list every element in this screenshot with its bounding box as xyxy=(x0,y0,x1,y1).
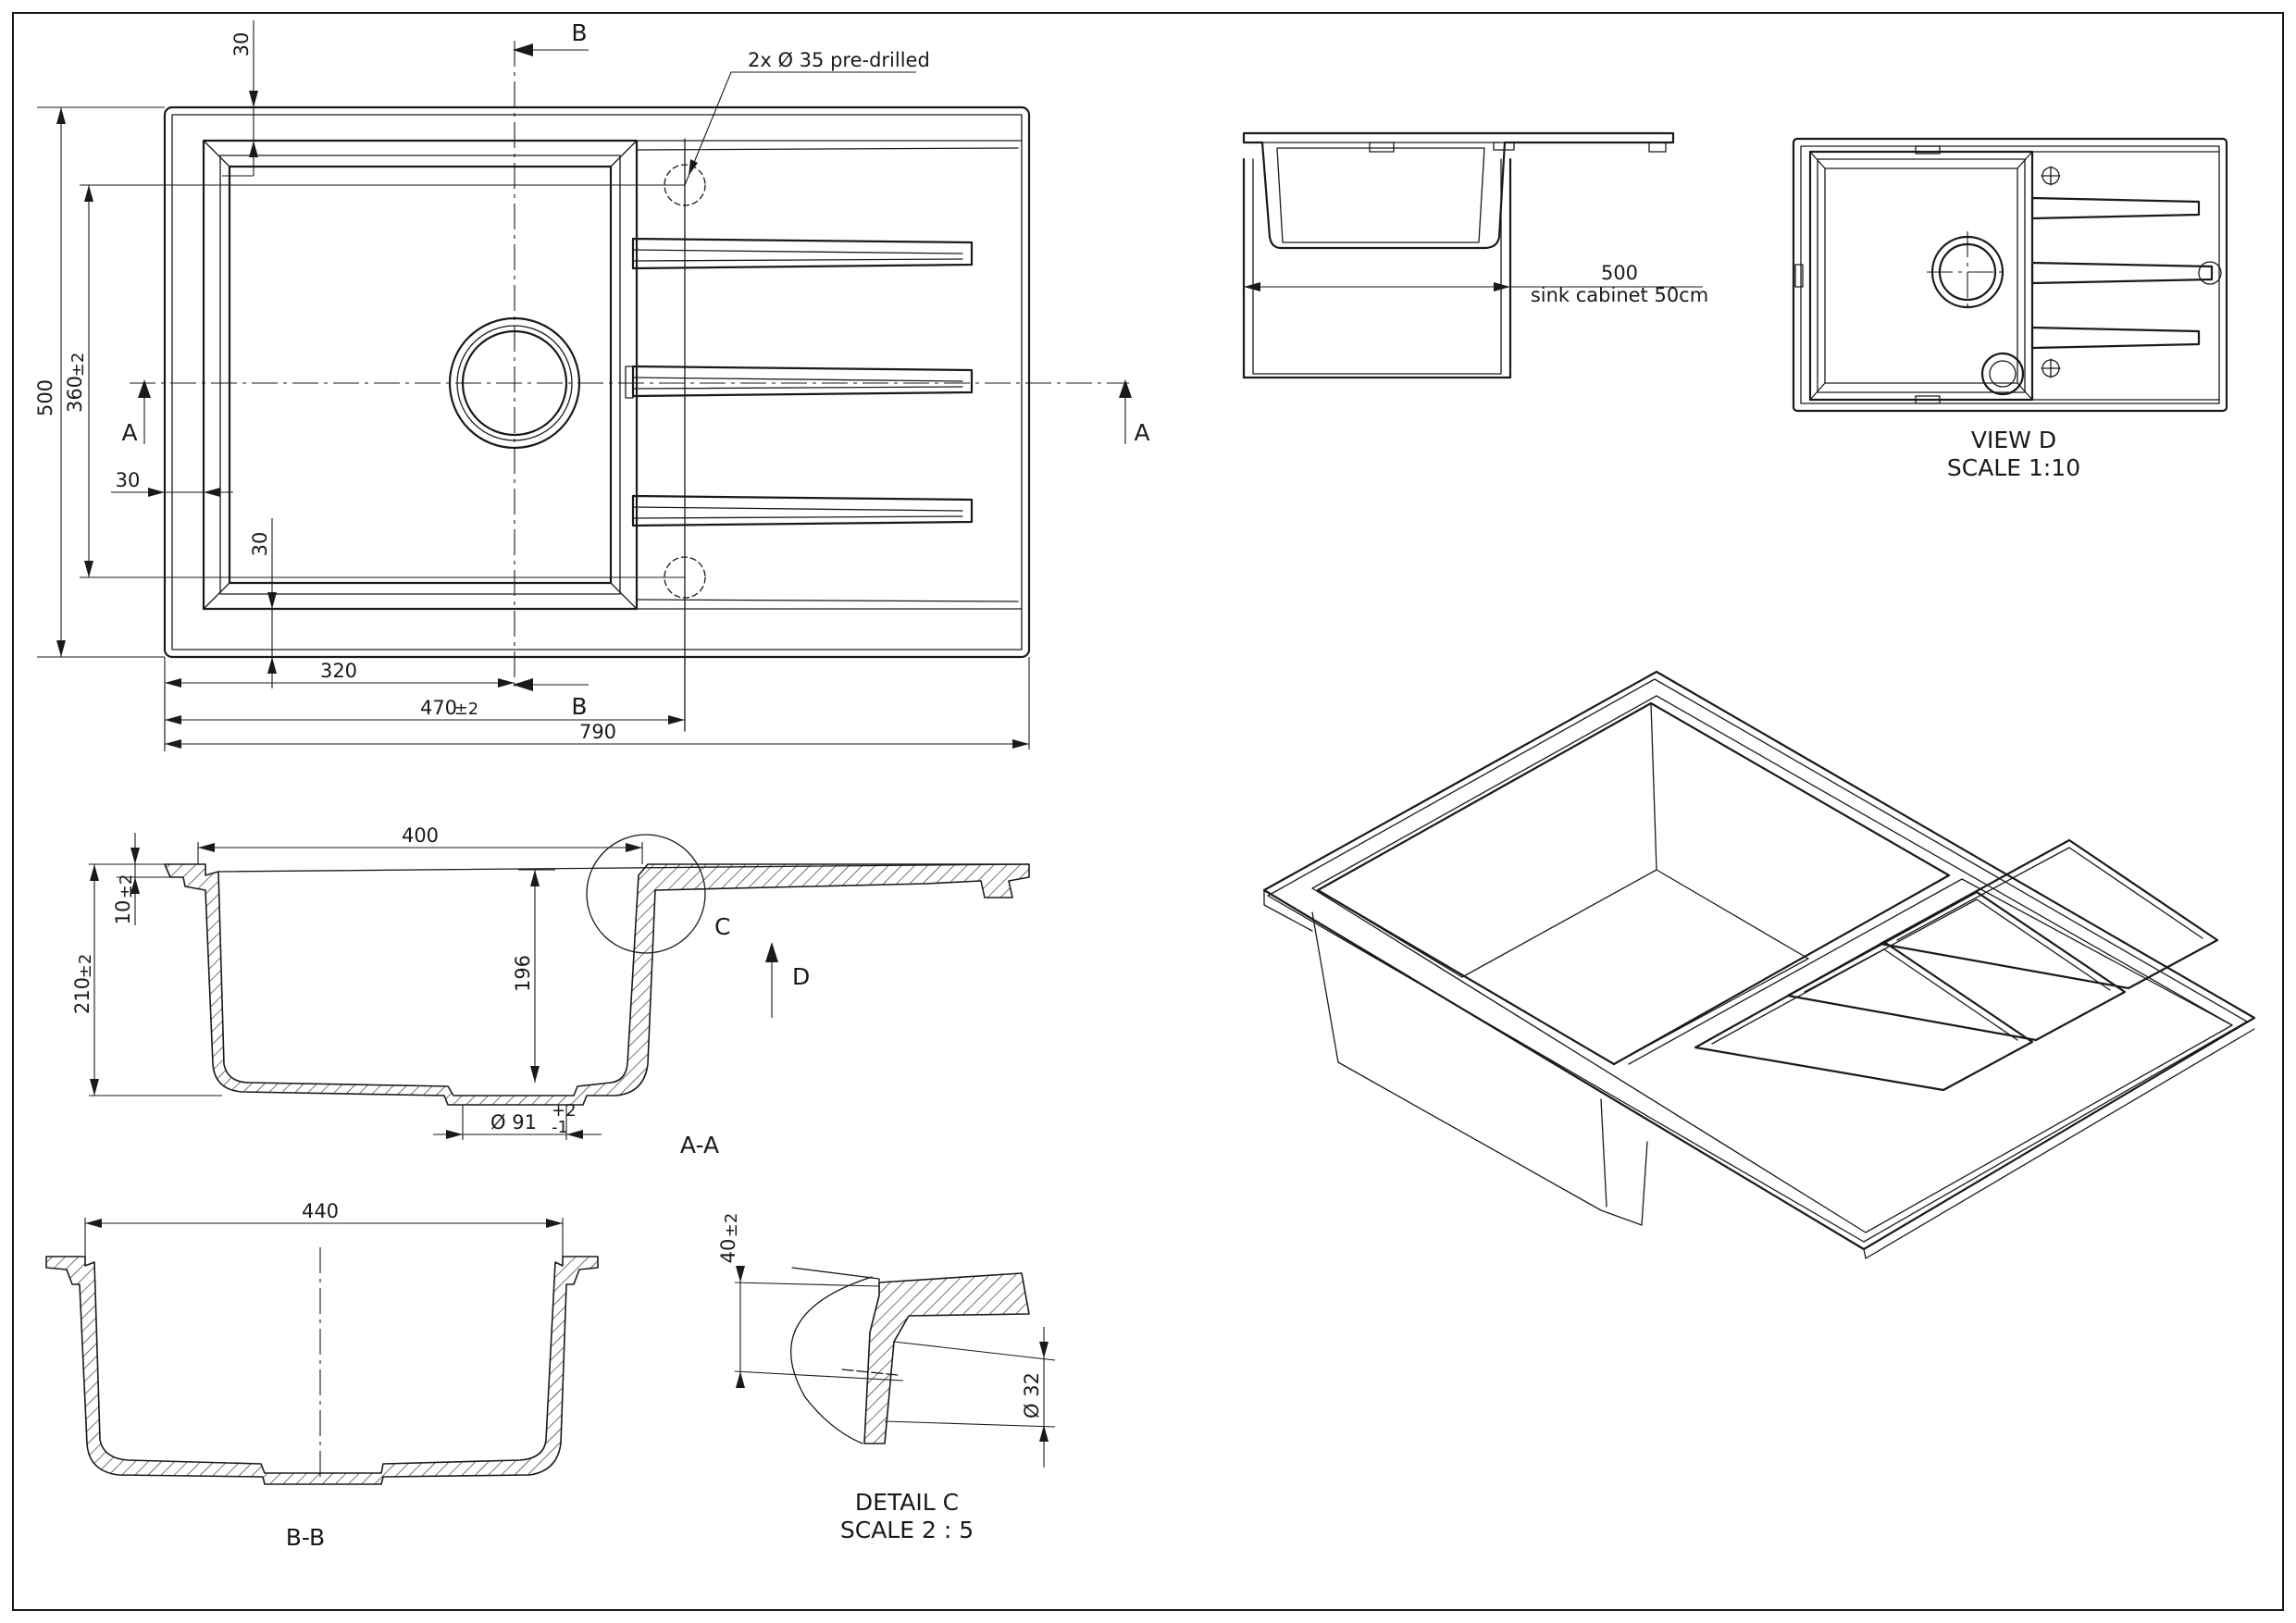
bowl-corners xyxy=(203,140,638,610)
section-b-b: 440 B-B xyxy=(45,1200,599,1551)
bowl-chamfer xyxy=(219,155,621,595)
dim-30-left: 30 xyxy=(116,469,141,491)
cabinet-outline xyxy=(1242,157,1512,379)
sheet-border xyxy=(12,12,2284,1611)
cabinet-note: sink cabinet 50cm xyxy=(1531,284,1708,306)
detail-c-scale: SCALE 2 : 5 xyxy=(840,1517,974,1543)
section-a-a: 400 10 ±2 210 ±2 196 Ø 91 +2 -1 C D xyxy=(71,824,1030,1158)
section-aa-label: A-A xyxy=(680,1132,719,1158)
detail-c-ref: C xyxy=(714,913,730,940)
drainer-rib-3 xyxy=(631,494,974,527)
drainer-rib-1 xyxy=(631,237,974,270)
view-d-label: VIEW D xyxy=(1971,427,2056,453)
section-aa-profile xyxy=(164,863,1030,1106)
section-a-left: A xyxy=(121,419,137,446)
dim-30-lower: 30 xyxy=(249,532,271,557)
dim-360-tol: ±2 xyxy=(68,353,88,378)
detail-c-label: DETAIL C xyxy=(855,1489,959,1516)
view-d-scale: SCALE 1:10 xyxy=(1947,454,2080,481)
dim-32: Ø 32 xyxy=(1021,1372,1043,1419)
detail-c-circle xyxy=(586,834,706,954)
sink-rim-inner-line xyxy=(171,114,1023,650)
top-view: 500 360 ±2 30 30 30 320 470 ±2 xyxy=(34,19,1150,751)
dim-400: 400 xyxy=(402,824,439,847)
view-d: VIEW D SCALE 1:10 xyxy=(1792,137,2228,481)
view-d-outer xyxy=(1792,137,2228,413)
dim-470-tol: ±2 xyxy=(454,700,479,719)
iso-drainer-rib-3 xyxy=(1879,838,2219,990)
view-d-rib-1 xyxy=(2030,196,2201,220)
dim-790: 790 xyxy=(579,721,616,743)
section-bb-label: B-B xyxy=(286,1524,325,1551)
iso-bowl-underside xyxy=(1311,911,1648,1226)
iso-bowl-floor xyxy=(1461,869,1809,1065)
dim-196: 196 xyxy=(512,955,534,992)
cabinet-view: 500 sink cabinet 50cm xyxy=(1242,131,1708,379)
section-b-bottom: B xyxy=(571,693,587,720)
section-a-right: A xyxy=(1134,419,1149,446)
cabinet-sink-profile xyxy=(1242,131,1675,250)
dim-210-tol: ±2 xyxy=(76,954,95,979)
predrilled-note: 2x Ø 35 pre-drilled xyxy=(748,49,930,71)
detail-c-profile xyxy=(863,1272,1030,1444)
view-d-bowl xyxy=(1808,150,2034,402)
iso-rim-outer xyxy=(1262,670,2256,1251)
cabinet-dim-500: 500 xyxy=(1601,262,1638,284)
dim-470: 470 xyxy=(420,697,457,719)
dim-210: 210 xyxy=(71,977,93,1014)
dim-40: 40 xyxy=(717,1239,739,1264)
dim-10-tol: ±2 xyxy=(117,874,136,899)
iso-bowl-top xyxy=(1316,701,1951,1066)
dim-30-top: 30 xyxy=(230,32,253,57)
view-d-rib-3 xyxy=(2030,326,2201,350)
section-b-top: B xyxy=(571,19,587,46)
drainer-top-edge xyxy=(636,140,1023,151)
drainer-bottom-edge xyxy=(636,599,1023,610)
dim-91-tol-upper: +2 xyxy=(552,1101,577,1121)
bowl-inner xyxy=(228,165,613,585)
overflow-slot xyxy=(625,365,634,399)
sink-outer-rim xyxy=(163,105,1031,659)
dim-360: 360 xyxy=(64,376,86,413)
section-bb-profile xyxy=(45,1256,599,1485)
dim-440: 440 xyxy=(302,1200,339,1222)
view-d-rib-2 xyxy=(2030,261,2214,285)
iso-rim-inner xyxy=(1311,695,2233,1233)
dim-10: 10 xyxy=(112,900,134,925)
dim-91: Ø 91 xyxy=(490,1111,537,1134)
dim-500: 500 xyxy=(34,379,56,416)
isometric-view xyxy=(1262,670,2256,1259)
dim-40-tol: ±2 xyxy=(722,1213,741,1238)
view-d-ref: D xyxy=(792,963,810,990)
dim-320: 320 xyxy=(320,660,357,682)
detail-c: 40 ±2 Ø 32 DETAIL C SCALE 2 : 5 xyxy=(717,1213,1056,1543)
dim-91-tol-lower: -1 xyxy=(552,1118,568,1137)
